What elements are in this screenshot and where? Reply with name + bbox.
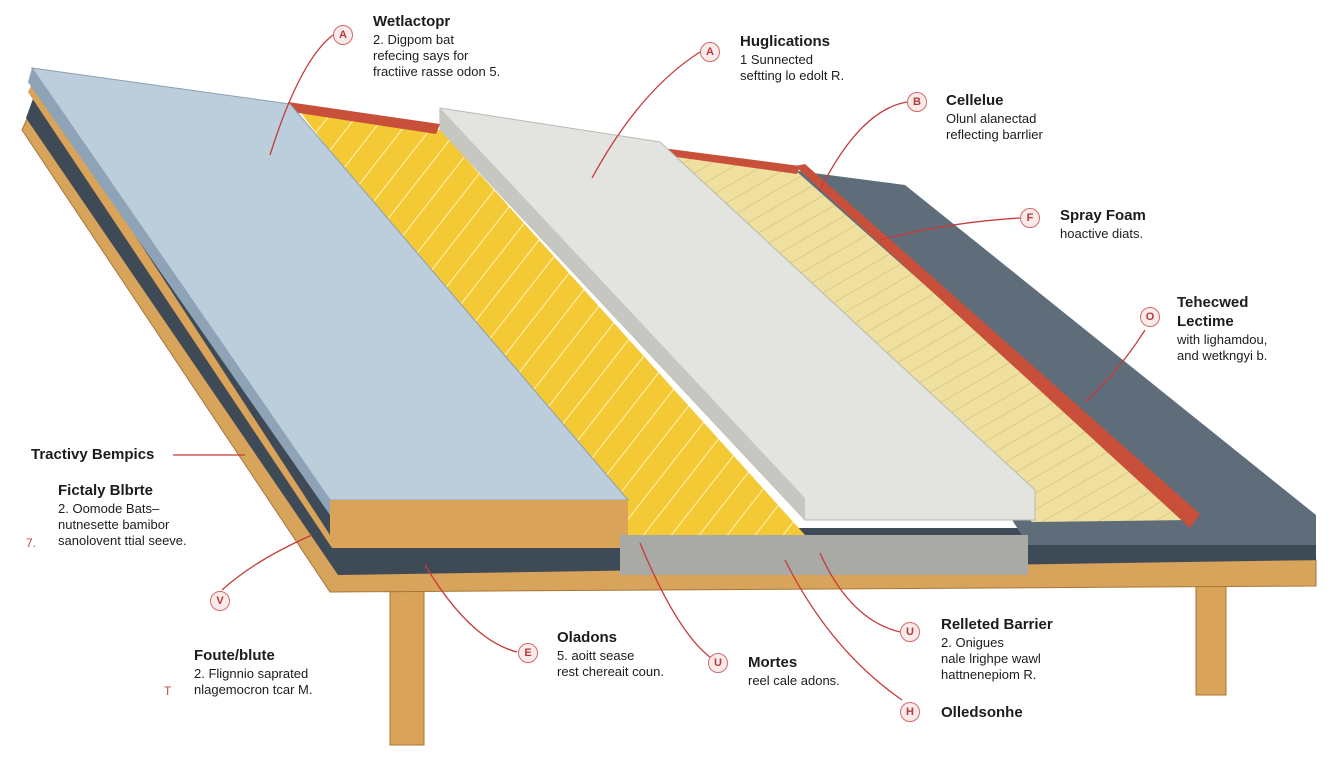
label-title: Huglications [740,33,831,50]
flashing-mid [662,148,800,174]
flashing-left [288,102,440,134]
label-line: sanolovent ttial seeve. [58,533,187,549]
label-line: reel cale adons. [748,672,840,688]
marker-e: E [518,643,538,663]
flashing-right [795,164,1200,528]
label-line: nlagemocron tcar M. [194,682,313,697]
label-line: rest chereait coun. [557,664,664,679]
label-line: 2. Flignnio saprated [194,665,309,681]
white-board-side [440,108,805,520]
label-title: Wetlactopr [373,13,451,30]
label-line: with lighamdou, [1177,331,1268,347]
label-title: Foute/blute [194,647,275,664]
label-title: Tractivy Bempics [31,446,155,463]
label-cellelue: Cellelue Olunl alanectad reflecting barr… [946,92,1043,143]
white-board-base [620,535,1028,575]
label-spray-foam: Spray Foam hoactive diats. [1060,207,1146,242]
marker-v: V [210,591,230,611]
support-post-left [389,584,425,746]
label-line: 5. aoitt sease [557,647,635,663]
label-line: hoactive diats. [1060,225,1144,241]
label-huglications: Huglications 1 Sunnected seftting lo edo… [740,33,844,84]
support-post-right [1195,584,1227,696]
label-title: Tehecwed Lectime [1177,294,1249,330]
side-mark-t: T [164,684,172,698]
leader-lines [173,34,1146,701]
label-foute: Foute/blute 2. Flignnio saprated nlagemo… [194,647,313,698]
label-relleted: Relleted Barrier 2. Onigues nale lrighpe… [941,616,1053,684]
label-line: hattnenepiom R. [941,667,1037,683]
label-oladons: Oladons 5. aoitt sease rest chereait cou… [557,629,664,680]
label-line: fractiive rasse odon 5. [373,64,501,80]
label-line: 1 Sunnected [740,51,814,67]
marker-b: B [907,92,927,112]
spray-foam-layer [670,155,1190,522]
label-title: Fictaly Blbrte [58,482,154,499]
marker-h: H [900,702,920,722]
label-tractivy: Tractivy Bempics [31,446,154,465]
label-line: 2. Onigues [941,634,1004,650]
label-title: Oladons [557,629,618,646]
blue-board-base [330,500,628,535]
label-wetlactopr: Wetlactopr 2. Digpom bat refecing says f… [373,13,500,81]
label-tehecwed: Tehecwed Lectime with lighamdou, and wet… [1177,294,1267,364]
label-line: nutnesette bamibor [58,517,170,532]
yellow-batt [300,112,805,535]
marker-f: F [1020,208,1040,228]
label-mortes: Mortes reel cale adons. [748,654,840,689]
marker-u-2: U [900,622,920,642]
label-title: Cellelue [946,92,1004,109]
label-line: 2. Oomode Bats– [58,500,160,516]
label-line: Olunl alanectad [946,110,1037,126]
label-line: nale lrighpe wawl [941,651,1041,666]
label-title: Olledsonhe [941,704,1023,721]
blue-board-edge [28,68,330,515]
label-title: Mortes [748,654,798,671]
label-line: reflecting barrlier [946,127,1043,142]
label-line: and wetkngyi b. [1177,347,1268,363]
label-title: Spray Foam [1060,207,1146,224]
marker-u-1: U [708,653,728,673]
label-olledsonhe: Olledsonhe [941,704,1023,723]
label-line: 2. Digpom bat [373,31,454,47]
label-title: Relleted Barrier [941,616,1053,633]
label-fictaly: Fictaly Blbrte 2. Oomode Bats– nutnesett… [58,482,187,550]
label-line: seftting lo edolt R. [740,68,845,83]
marker-o: O [1140,307,1160,327]
marker-a-2: A [700,42,720,62]
side-mark-7: 7. [26,536,37,550]
marker-a-1: A [333,25,353,45]
label-line: refecing says for [373,48,469,63]
slate-board [790,170,1316,545]
